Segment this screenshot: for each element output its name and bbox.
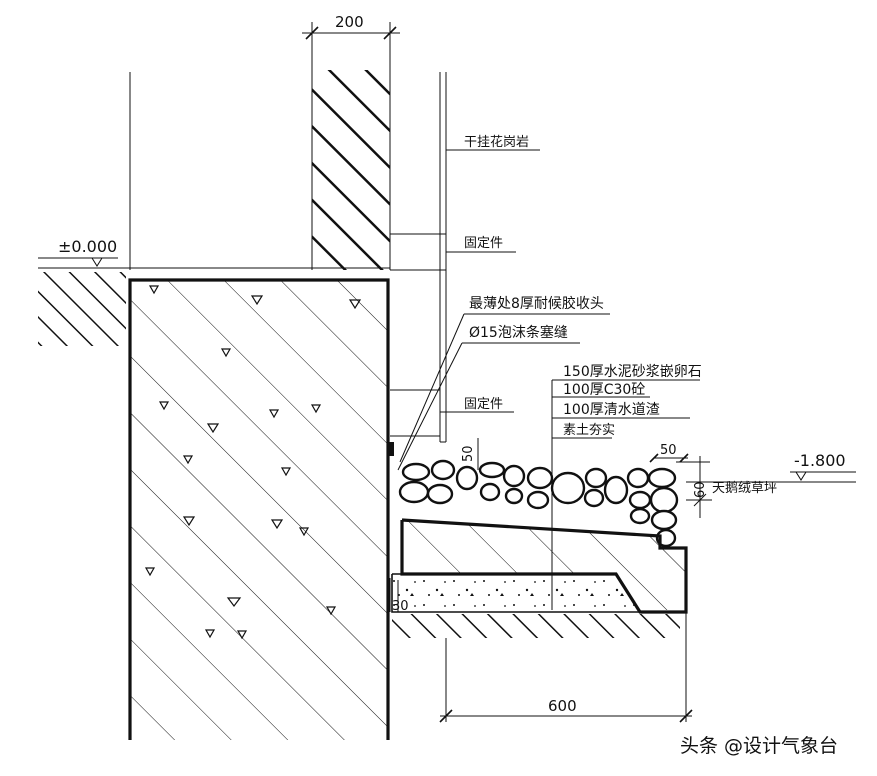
upper-wall bbox=[311, 70, 391, 270]
dimension-600-label: 600 bbox=[548, 697, 577, 715]
label-sealant: 最薄处8厚耐候胶收头 bbox=[469, 295, 604, 312]
compacted-soil bbox=[392, 614, 680, 638]
dimension-600: 600 bbox=[439, 612, 693, 723]
label-fixing-upper-group: 固定件 bbox=[446, 236, 516, 253]
dimension-50-right: 50 bbox=[649, 443, 689, 463]
dimension-30: 30 bbox=[389, 578, 409, 614]
dimension-wall-width: 200 bbox=[302, 13, 400, 70]
layer-1-label: 150厚水泥砂浆嵌卵石 bbox=[563, 364, 702, 380]
label-granite-group: 干挂花岗岩 bbox=[446, 134, 540, 151]
label-fixing-lower-group: 固定件 bbox=[440, 397, 514, 413]
label-fixing-lower: 固定件 bbox=[464, 397, 503, 412]
label-sealant-group: 最薄处8厚耐候胶收头 bbox=[399, 295, 610, 463]
label-granite: 干挂花岗岩 bbox=[464, 134, 529, 150]
lower-level: -1.800 天鹅绒草坪 bbox=[686, 451, 856, 501]
dimension-200-label: 200 bbox=[335, 13, 364, 31]
layer-3-label: 100厚清水道渣 bbox=[563, 402, 660, 418]
dimension-50-left: 50 bbox=[461, 438, 479, 470]
level-lower-label: -1.800 bbox=[794, 451, 846, 470]
granite-cladding bbox=[389, 72, 447, 456]
dimension-50-right-label: 50 bbox=[660, 443, 677, 458]
label-foam-group: Ø15泡沫条塞缝 bbox=[397, 324, 580, 471]
gravel-base bbox=[391, 573, 642, 613]
label-lawn: 天鹅绒草坪 bbox=[712, 480, 777, 496]
label-foam: Ø15泡沫条塞缝 bbox=[469, 324, 568, 341]
layer-2-label: 100厚C30砼 bbox=[563, 382, 645, 398]
label-fixing-upper: 固定件 bbox=[464, 236, 503, 251]
dimension-50-left-label: 50 bbox=[461, 445, 476, 462]
pebble-layer bbox=[398, 459, 679, 548]
layer-callouts: 150厚水泥砂浆嵌卵石 100厚C30砼 100厚清水道渣 素土夯实 bbox=[551, 364, 702, 610]
dimension-30-label: 30 bbox=[392, 599, 409, 614]
level-ground-label: ±0.000 bbox=[58, 237, 117, 256]
ground-level: ±0.000 bbox=[38, 237, 390, 346]
watermark: 头条 @设计气象台 bbox=[680, 735, 838, 757]
dimension-60: 60 bbox=[676, 456, 710, 518]
layer-4-label: 素土夯实 bbox=[563, 423, 615, 438]
dimension-60-label: 60 bbox=[693, 481, 708, 498]
retaining-wall bbox=[128, 278, 390, 740]
